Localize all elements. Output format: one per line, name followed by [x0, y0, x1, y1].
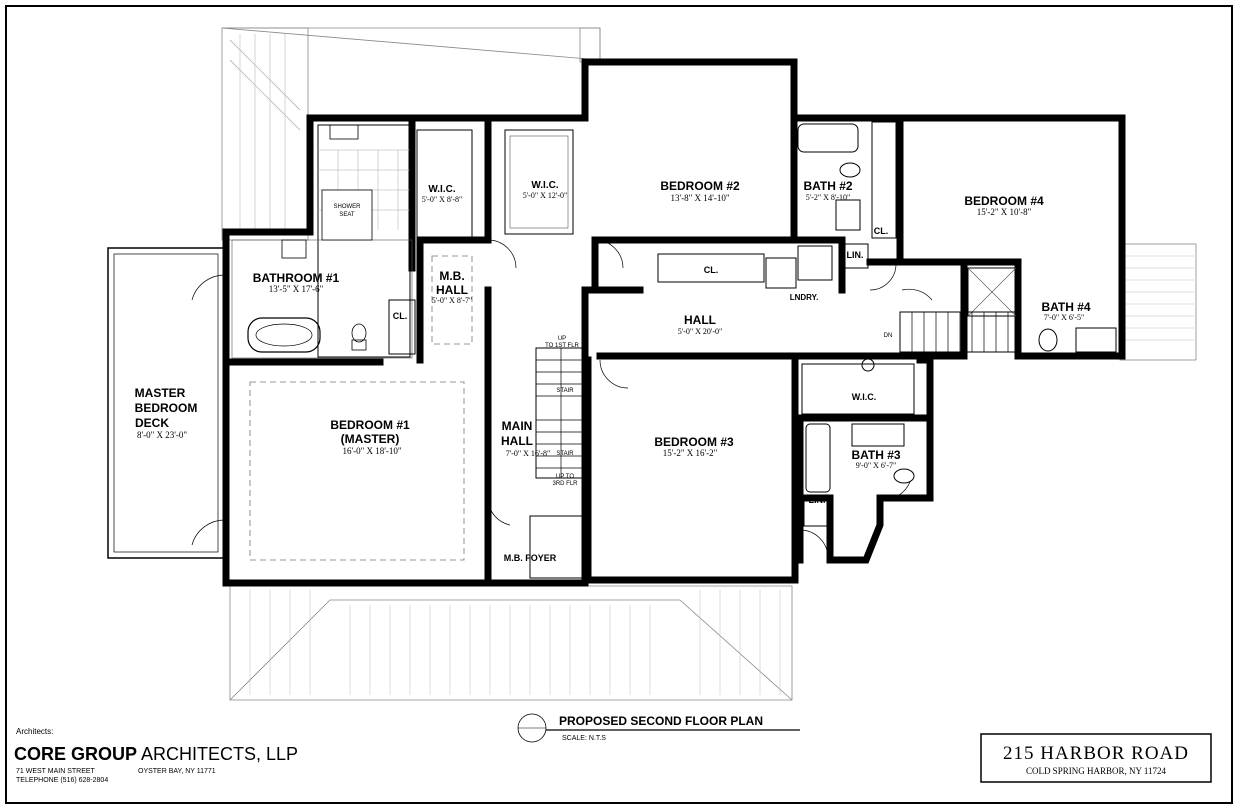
bath4-dim: 7'-0" X 6'-5"	[1044, 313, 1085, 322]
roof-top-left	[221, 27, 601, 241]
mbhall-dim: 5'-0" X 8'-7"	[432, 296, 473, 305]
mainhall-name1: MAIN	[502, 419, 533, 433]
stair-up-top-2: TO 1ST FLR	[545, 343, 579, 349]
mbfoyer-name: M.B. FOYER	[504, 553, 557, 563]
lin-lower-label: LIN.	[809, 495, 826, 505]
architect-heading: Architects:	[16, 727, 53, 736]
project-block: 215 HARBOR ROAD COLD SPRING HARBOR, NY 1…	[980, 733, 1212, 783]
bedroom4-name: BEDROOM #4	[964, 194, 1044, 208]
interior-lines	[231, 121, 1117, 579]
roof-right	[1119, 243, 1197, 361]
wic3-name: W.I.C.	[852, 392, 877, 402]
bedroom3-dim: 15'-2" X 16'-2"	[663, 448, 718, 458]
firm-name: CORE GROUP ARCHITECTS, LLP	[14, 744, 298, 764]
mainhall-name2: HALL	[501, 434, 533, 448]
bedroom3-name: BEDROOM #3	[654, 435, 734, 449]
roof-bottom	[229, 585, 793, 701]
bedroom1-dim: 16'-0" X 18'-10"	[342, 446, 401, 456]
bedroom1-name2: (MASTER)	[341, 432, 400, 446]
hall-dim: 5'-0" X 20'-0"	[678, 327, 723, 336]
lin-upper-label: LIN.	[847, 250, 864, 260]
deck-dim: 8'-0" X 23'-0"	[137, 430, 187, 440]
stair-up-bottom-1: UP TO	[556, 474, 574, 480]
bath2-dim: 5'-2" X 8'-10"	[806, 193, 851, 202]
project-city: COLD SPRING HARBOR, NY 11724	[1026, 766, 1167, 776]
stair-mark-dn: STAIR	[556, 451, 574, 457]
bathroom1-name: BATHROOM #1	[253, 271, 340, 285]
mbhall-name2: HALL	[436, 283, 468, 297]
deck-name2: BEDROOM	[135, 401, 198, 415]
wic2-name: W.I.C.	[531, 180, 558, 191]
firm-phone: TELEPHONE (516) 628-2804	[16, 777, 108, 784]
stair-up-top-1: UP	[558, 336, 566, 342]
drawing-scale-text: SCALE: N.T.S	[562, 735, 606, 742]
wic1-dim: 5'-0" X 8'-8"	[422, 195, 463, 204]
wic2-dim: 5'-0" X 12'-0"	[523, 191, 568, 200]
architect-block: Architects: CORE GROUP ARCHITECTS, LLP 7…	[14, 727, 298, 784]
bedroom2-name: BEDROOM #2	[660, 179, 740, 193]
cl-bed2-label: CL.	[704, 265, 719, 275]
drawing-title: PROPOSED SECOND FLOOR PLAN SCALE: N.T.S	[517, 713, 800, 743]
deck-name3: DECK	[135, 416, 169, 430]
cl-master-label: CL.	[393, 311, 408, 321]
shower-label-2: SEAT	[339, 212, 355, 218]
laundry-label: LNDRY.	[790, 293, 819, 302]
stair-mark-up: STAIR	[556, 388, 574, 394]
bedroom1-name1: BEDROOM #1	[330, 418, 410, 432]
mbhall-name1: M.B.	[439, 269, 464, 283]
stair-up-bottom-2: 3RD FLR	[552, 481, 578, 487]
bedroom4-dim: 15'-2" X 10'-8"	[977, 207, 1032, 217]
bath4-name: BATH #4	[1041, 300, 1090, 314]
walls	[222, 58, 1126, 587]
bedroom2-dim: 13'-8" X 14'-10"	[670, 193, 729, 203]
drawing-title-text: PROPOSED SECOND FLOOR PLAN	[559, 714, 763, 728]
project-address: 215 HARBOR ROAD	[1003, 743, 1189, 764]
small-labels: CL. CL. CL. LIN. LIN. LNDRY. SHOWER SEAT…	[334, 204, 893, 505]
shower-label: SHOWER	[334, 204, 362, 210]
wic1-name: W.I.C.	[428, 184, 455, 195]
room-labels: BATHROOM #1 13'-5" X 17'-6" W.I.C. 5'-0"…	[135, 179, 1091, 563]
bath3-name: BATH #3	[851, 448, 900, 462]
hall-name: HALL	[684, 313, 716, 327]
page-border	[5, 5, 1233, 804]
deck-name1: MASTER	[135, 386, 186, 400]
cl-bed4-label: CL.	[874, 226, 889, 236]
firm-address: 71 WEST MAIN STREET	[16, 768, 96, 775]
bathroom1-dim: 13'-5" X 17'-6"	[269, 284, 324, 294]
firm-city: OYSTER BAY, NY 11771	[138, 768, 216, 775]
door-swings	[191, 239, 933, 559]
bath3-dim: 9'-0" X 6'-7"	[856, 461, 897, 470]
dn-label: DN	[884, 333, 893, 339]
bath2-name: BATH #2	[803, 179, 852, 193]
mainhall-dim: 7'-0" X 16'-8"	[506, 449, 551, 458]
